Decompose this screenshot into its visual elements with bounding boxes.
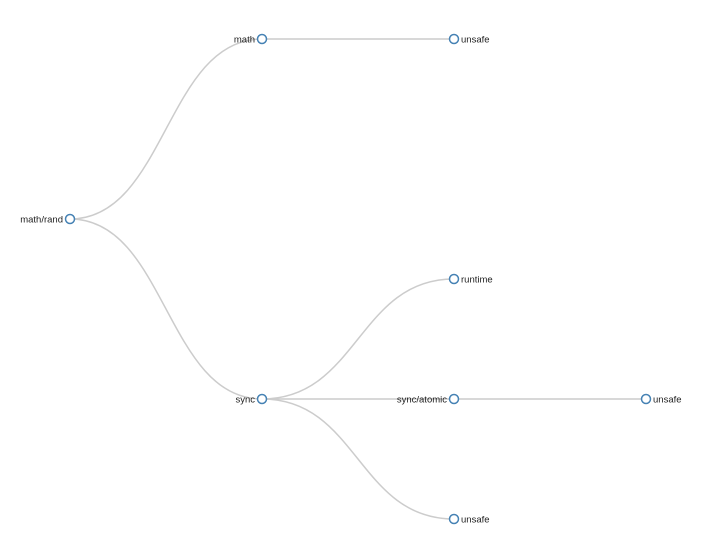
node-circle-icon[interactable]	[64, 213, 76, 225]
node-circle-icon[interactable]	[448, 273, 460, 285]
node-label: sync	[235, 394, 255, 405]
node-circle-icon[interactable]	[256, 393, 268, 405]
tree-node[interactable]: unsafe	[640, 393, 682, 405]
node-label: math/rand	[20, 214, 63, 225]
tree-node[interactable]: runtime	[448, 273, 493, 285]
node-circle-icon[interactable]	[640, 393, 652, 405]
node-label: math	[234, 34, 255, 45]
node-label: runtime	[461, 274, 493, 285]
tree-node[interactable]: unsafe	[448, 513, 490, 525]
node-label: unsafe	[653, 394, 682, 405]
node-circle-icon[interactable]	[448, 393, 460, 405]
tree-node[interactable]: sync	[235, 393, 268, 405]
node-label: unsafe	[461, 34, 490, 45]
tree-nodes: math/rand math unsafe sync runtime sync/atomi…	[20, 33, 682, 525]
node-circle-icon[interactable]	[256, 33, 268, 45]
tree-link	[69, 218, 263, 400]
node-label: unsafe	[461, 514, 490, 525]
tree-node[interactable]: unsafe	[448, 33, 490, 45]
node-circle-icon[interactable]	[448, 513, 460, 525]
tree-node[interactable]: math/rand	[20, 213, 76, 225]
tree-link	[261, 398, 455, 520]
tree-link	[69, 38, 263, 220]
tree-node[interactable]: math	[234, 33, 268, 45]
tree-links	[69, 38, 646, 520]
tree-link	[261, 278, 455, 400]
node-label: sync/atomic	[397, 394, 447, 405]
node-circle-icon[interactable]	[448, 33, 460, 45]
tree-node[interactable]: sync/atomic	[397, 393, 460, 405]
